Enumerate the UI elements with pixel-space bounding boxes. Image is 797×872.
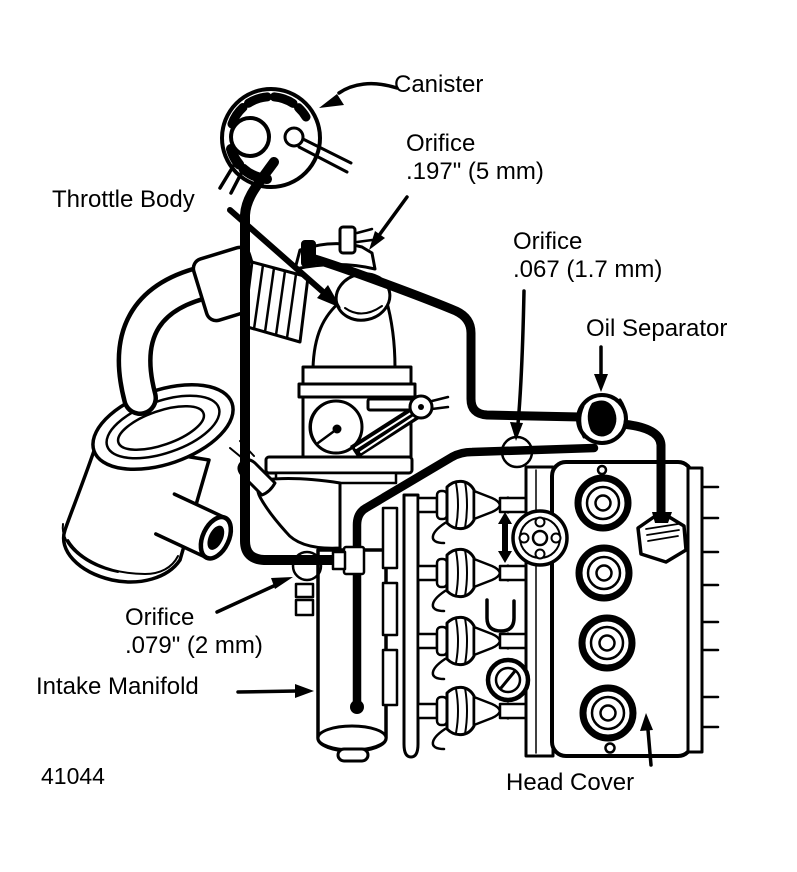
cam-bore-ports [574, 474, 637, 742]
oil-separator-drawing [576, 393, 628, 445]
canister-purge-hose [240, 157, 349, 565]
intake-manifold-arrow [236, 689, 299, 694]
injector-4 [416, 685, 528, 751]
canister-arrow [337, 81, 399, 95]
head-cover-arrow [646, 728, 653, 767]
leader-arrows [215, 81, 653, 767]
throttle-to-separator-hose [303, 252, 586, 422]
label-orifice-2mm: Orifice .079" (2 mm) [125, 604, 263, 660]
intake-manifold-drawing [294, 493, 420, 763]
label-orifice-1-7mm: Orifice .067 (1.7 mm) [513, 228, 663, 284]
orifice-5mm-arrow [378, 195, 409, 236]
dial-fitting-drawing [485, 657, 531, 703]
manifold-to-separator-hose [352, 443, 599, 713]
label-oil-separator: Oil Separator [586, 315, 728, 342]
label-orifice-5mm: Orifice .197" (5 mm) [406, 130, 544, 186]
orifice-2mm-arrow [215, 582, 280, 614]
label-throttle-body: Throttle Body [52, 186, 195, 213]
orifice-2mm-marker [291, 550, 323, 582]
oil-filler-cap-drawing [636, 510, 688, 564]
head-cover-drawing [524, 460, 720, 758]
throttle-body-arrow [227, 207, 325, 294]
label-canister: Canister [394, 71, 484, 98]
air-cleaner-drawing [61, 382, 235, 584]
camshaft-end-cover-drawing [498, 509, 569, 567]
fuel-rail [402, 493, 420, 759]
injectors-drawing [416, 479, 528, 751]
label-head-cover: Head Cover [506, 769, 635, 796]
injector-1 [416, 479, 528, 545]
hose-bracket [485, 598, 516, 633]
separator-to-head-hose [618, 419, 666, 518]
figure-number: 41044 [41, 763, 105, 789]
injector-2 [416, 547, 528, 613]
tee-fitting [342, 545, 366, 576]
throttle-body-drawing [229, 225, 450, 550]
label-intake-manifold: Intake Manifold [36, 673, 199, 700]
orifice-5mm-nipple [338, 225, 357, 255]
intake-duct-drawing [116, 245, 310, 416]
orifice-1-7mm-arrow [516, 289, 526, 426]
injector-3 [416, 615, 528, 681]
vacuum-hoses [240, 157, 666, 714]
